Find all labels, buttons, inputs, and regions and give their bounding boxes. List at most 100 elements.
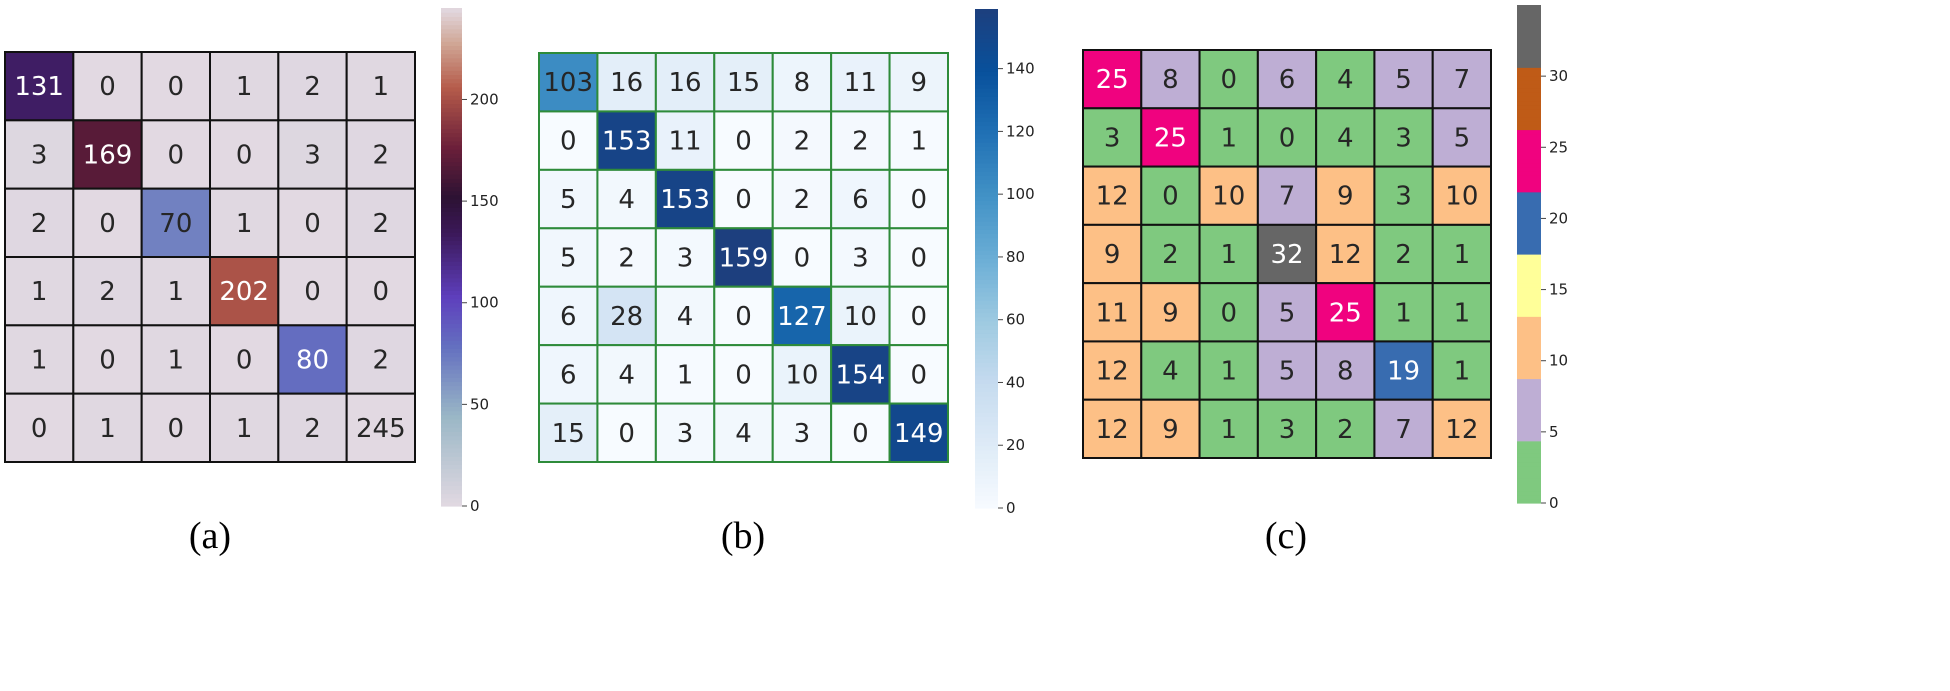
colorbar-segment <box>975 42 998 48</box>
cell-value-label: 1 <box>1220 357 1237 387</box>
cell-value-label: 103 <box>543 68 593 98</box>
colorbar-segment <box>975 254 998 260</box>
cell-value-label: 0 <box>99 346 116 376</box>
cell-value-label: 15 <box>727 68 760 98</box>
heatmap-cell <box>345 324 416 395</box>
colorbar-segment <box>1517 295 1541 301</box>
heatmap-cell <box>209 392 280 463</box>
heatmap-cell <box>596 52 657 113</box>
colorbar-segment <box>1517 88 1541 93</box>
colorbar-segment <box>975 88 998 93</box>
colorbar-segment <box>441 298 462 304</box>
colorbar-segment <box>1517 324 1541 330</box>
colorbar-tick-label: 60 <box>1006 311 1025 329</box>
colorbar-segment <box>1517 195 1541 201</box>
panel-caption: (a) <box>189 515 231 557</box>
colorbar-segment <box>975 478 998 484</box>
colorbar-segment <box>975 262 998 268</box>
colorbar-segment <box>441 306 462 312</box>
colorbar-tick-label: 50 <box>470 395 489 413</box>
colorbar-segment <box>975 196 998 201</box>
colorbar-segment <box>441 281 462 287</box>
colorbar-segment <box>1517 141 1541 147</box>
colorbar-segment <box>1517 187 1541 193</box>
colorbar-segment <box>441 472 462 478</box>
heatmap-cell <box>830 110 891 171</box>
heatmap-cell <box>596 402 657 464</box>
heatmap-cell <box>72 187 143 259</box>
colorbar-segment <box>441 369 462 374</box>
colorbar-segment <box>975 399 998 405</box>
colorbar-segment <box>441 232 462 237</box>
heatmap-cell <box>771 52 833 113</box>
cell-value-label: 4 <box>1337 65 1354 95</box>
colorbar-segment <box>1517 482 1541 487</box>
colorbar-segment <box>975 187 998 193</box>
cell-value-label: 6 <box>852 185 869 215</box>
colorbar-segment <box>1517 34 1541 39</box>
colorbar-segment <box>975 266 998 272</box>
cell-value-label: 0 <box>168 141 185 171</box>
colorbar-segment <box>1517 490 1541 496</box>
cell-value-label: 5 <box>1279 357 1296 387</box>
colorbar-segment <box>441 198 462 204</box>
heatmap-cell <box>1373 282 1434 343</box>
colorbar-segment <box>975 387 998 393</box>
cell-value-label: 0 <box>168 414 185 444</box>
colorbar-segment <box>441 149 462 154</box>
cell-value-label: 0 <box>1220 65 1237 95</box>
cell-value-label: 149 <box>894 419 944 449</box>
heatmap-cell <box>345 119 416 190</box>
colorbar-segment <box>1517 63 1541 68</box>
cell-value-label: 12 <box>1096 415 1129 445</box>
colorbar-segment <box>975 117 998 122</box>
colorbar-segment <box>975 270 998 276</box>
colorbar-tick-label: 0 <box>1549 494 1559 512</box>
colorbar-segment <box>1517 233 1541 238</box>
colorbar-segment <box>1517 494 1541 500</box>
cell-value-label: 9 <box>911 68 928 98</box>
cell-value-label: 0 <box>373 277 390 307</box>
colorbar-segment <box>1517 440 1541 446</box>
colorbar-segment <box>975 391 998 397</box>
colorbar-segment <box>975 362 998 368</box>
colorbar-segment <box>1517 274 1541 280</box>
colorbar-segment <box>975 33 998 39</box>
heatmap-cell <box>654 227 716 288</box>
heatmap-cell <box>1431 49 1492 110</box>
colorbar-segment <box>441 53 462 59</box>
colorbar-segment <box>1517 258 1541 263</box>
colorbar-segment <box>1517 390 1541 396</box>
cell-value-label: 15 <box>552 419 585 449</box>
colorbar-segment <box>441 74 462 80</box>
cell-value-label: 3 <box>852 244 869 274</box>
colorbar-segment <box>1517 382 1541 388</box>
colorbar-segment <box>441 481 462 486</box>
colorbar-segment <box>975 67 998 72</box>
colorbar-segment <box>1517 150 1541 155</box>
cell-value-label: 25 <box>1329 298 1362 328</box>
colorbar-segment <box>1517 162 1541 168</box>
heatmap-cell <box>830 52 891 113</box>
colorbar-segment <box>441 32 462 38</box>
colorbar-segment <box>441 86 462 92</box>
colorbar-segment <box>441 443 462 449</box>
colorbar-segment <box>441 460 462 466</box>
colorbar-segment <box>1517 328 1541 334</box>
colorbar-segment <box>441 16 462 22</box>
heatmap-cell <box>1198 340 1259 401</box>
colorbar-segment <box>441 310 462 316</box>
cell-value-label: 0 <box>735 302 752 332</box>
colorbar-segment <box>975 200 998 206</box>
heatmap-cell <box>1315 340 1376 401</box>
colorbar-segment <box>975 416 998 422</box>
colorbar-segment <box>441 128 462 134</box>
cell-value-label: 0 <box>236 346 253 376</box>
colorbar-segment <box>1517 420 1541 425</box>
colorbar-segment <box>975 462 998 468</box>
colorbar-segment <box>1517 337 1541 342</box>
colorbar-segment <box>975 21 998 27</box>
